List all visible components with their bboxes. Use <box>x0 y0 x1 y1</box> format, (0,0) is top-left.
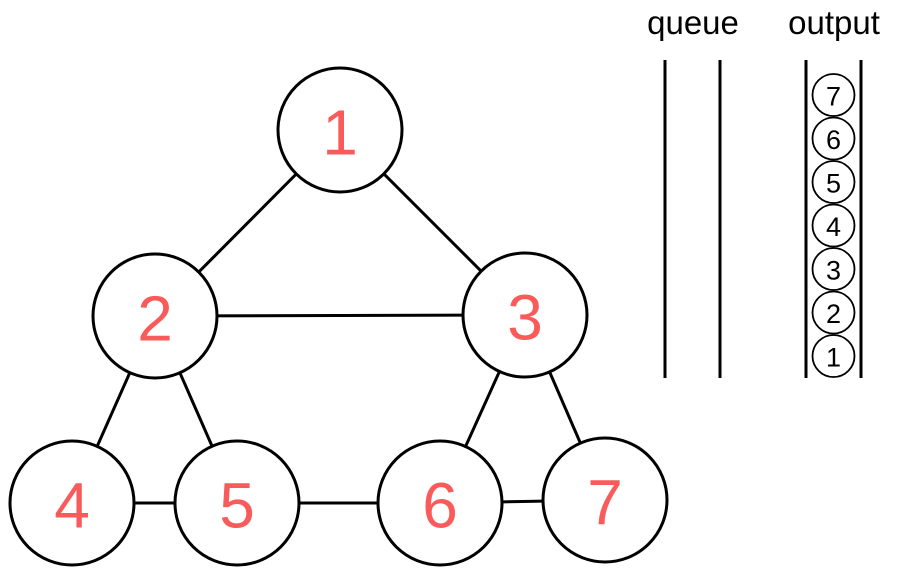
output-item-1: 1 <box>811 334 856 378</box>
output-item-5: 5 <box>811 160 856 204</box>
graph-node-4: 4 <box>8 439 136 567</box>
output-label: output <box>788 4 880 41</box>
node-circle <box>91 252 219 380</box>
node-circle <box>8 439 136 567</box>
output-item-2: 2 <box>811 290 856 335</box>
node-circle <box>461 251 589 379</box>
output-item-number: 2 <box>826 299 841 329</box>
node-number: 7 <box>587 467 623 539</box>
graph-node-5: 5 <box>173 439 301 567</box>
output-item-circle <box>811 247 856 291</box>
output-item-circle <box>811 73 856 117</box>
output-item-number: 5 <box>826 168 841 198</box>
output-item-number: 4 <box>826 212 841 242</box>
node-number: 2 <box>137 283 173 355</box>
output-item-circle <box>811 160 856 204</box>
graph-node-3: 3 <box>461 251 589 379</box>
node-number: 6 <box>422 470 458 542</box>
graph-node-6: 6 <box>376 439 504 567</box>
output-item-7: 7 <box>811 73 856 117</box>
node-circle <box>541 436 669 564</box>
node-number: 3 <box>507 282 543 354</box>
output-item-number: 7 <box>826 81 841 111</box>
output-item-circle <box>811 203 856 248</box>
output-item-circle <box>811 116 856 161</box>
graph-node-7: 7 <box>541 436 669 564</box>
output-item-3: 3 <box>811 247 856 291</box>
output-item-circle <box>811 334 856 378</box>
output-item-number: 6 <box>826 125 841 155</box>
output-item-6: 6 <box>811 116 856 161</box>
node-number: 5 <box>219 470 255 542</box>
node-circle <box>276 66 404 194</box>
node-number: 4 <box>54 470 90 542</box>
graph-node-1: 1 <box>276 66 404 194</box>
node-circle <box>173 439 301 567</box>
queue-label: queue <box>647 4 739 41</box>
output-item-circle <box>811 290 856 335</box>
output-item-number: 3 <box>826 255 841 285</box>
graph-node-2: 2 <box>91 252 219 380</box>
output-item-number: 1 <box>826 342 841 372</box>
output-item-4: 4 <box>811 203 856 248</box>
node-number: 1 <box>322 97 358 169</box>
node-circle <box>376 439 504 567</box>
